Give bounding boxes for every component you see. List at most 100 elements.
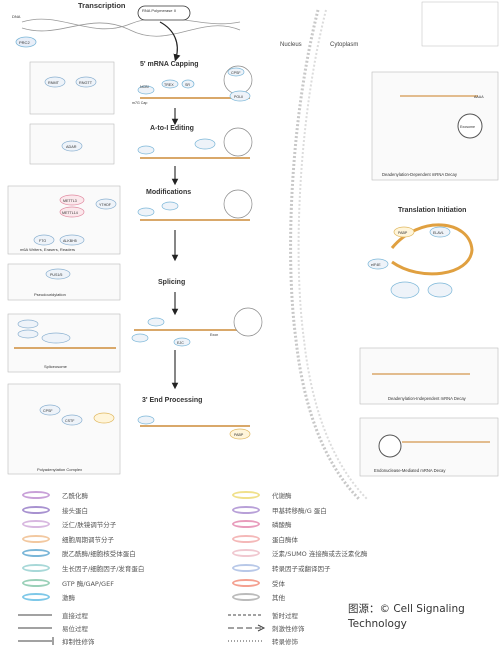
svg-text:ALKBH5: ALKBH5: [63, 239, 77, 243]
legend-swatch: [16, 490, 56, 500]
legend-item: 细胞周期调节分子: [16, 532, 114, 546]
legend-line-swatch: [226, 636, 266, 646]
legend-item: 泛仁/肤镜调节分子: [16, 517, 116, 531]
svg-text:METTL14: METTL14: [62, 211, 78, 215]
svg-text:CSTF: CSTF: [65, 419, 75, 423]
decay3-caption: Endonuclease-Mediated mRNA Decay: [374, 468, 446, 473]
legend-swatch: [226, 548, 266, 558]
svg-text:PABP: PABP: [234, 433, 244, 437]
legend-label: 泛素/SUMO 连接酶或去泛素化酶: [272, 548, 367, 558]
legend-item: GTP 酶/GAP/GEF: [16, 576, 114, 590]
editing-title: A-to-I Editing: [150, 125, 194, 132]
legend-line-label: 直接过程: [62, 610, 88, 620]
legend-label: 其他: [272, 592, 285, 602]
legend-item: 甲基转移酶/G 蛋白: [226, 503, 327, 517]
modifications-caption: m6A Writers, Erasers, Readers: [20, 247, 75, 252]
legend-swatch: [16, 578, 56, 588]
transcription-title: Transcription: [78, 1, 126, 10]
legend-line-swatch: [16, 610, 56, 620]
legend-line-label: 易位过程: [62, 623, 88, 633]
legend-line-swatch: [226, 610, 266, 620]
legend-swatch: [226, 534, 266, 544]
polyadenylation-panel: [8, 384, 120, 474]
legend-label: 乙酰化酶: [62, 490, 88, 500]
splicing-title: Splicing: [158, 279, 185, 286]
nucleus-label: Nucleus: [280, 42, 302, 48]
svg-text:POLII: POLII: [234, 95, 243, 99]
legend-line-item: 抑制性修饰: [16, 634, 95, 648]
legend-swatch: [226, 505, 266, 515]
modifications-title: Modifications: [146, 189, 191, 196]
legend-swatch: [226, 592, 266, 602]
svg-text:CPSF: CPSF: [231, 71, 241, 75]
legend-label: 脱乙酰酶/细胞核受体蛋白: [62, 548, 136, 558]
svg-text:EJC: EJC: [177, 341, 184, 345]
legend-line-item: 刺激性修饰: [226, 621, 305, 635]
svg-text:DNA: DNA: [12, 14, 21, 19]
legend-item: 生长因子/细胞因子/发育蛋白: [16, 561, 144, 575]
svg-text:Exon: Exon: [210, 333, 218, 337]
legend-label: 细胞周期调节分子: [62, 534, 114, 544]
cytoplasm-label: Cytoplasm: [330, 42, 358, 48]
svg-text:ELAVL: ELAVL: [433, 231, 444, 235]
legend-line-swatch: [16, 636, 56, 646]
pathway-diagram: Nucleus Cytoplasm Transcription RNA Poly…: [0, 0, 500, 520]
legend-swatch: [16, 519, 56, 529]
legend-line-swatch: [16, 623, 56, 633]
legend-swatch: [16, 548, 56, 558]
svg-text:AAAA: AAAA: [474, 95, 484, 99]
legend-item: 蛋白酶体: [226, 532, 298, 546]
pseudouridylation-caption: Pseudouridylation: [34, 292, 66, 297]
legend-swatch: [226, 519, 266, 529]
svg-text:PUS1/5: PUS1/5: [50, 273, 62, 277]
decay2-caption: Deadenylation-Independent mRNA Decay: [388, 396, 467, 401]
legend-item: 其他: [226, 590, 285, 604]
legend-label: 蛋白酶体: [272, 534, 298, 544]
svg-text:RNA Polymerase II: RNA Polymerase II: [142, 8, 176, 13]
legend-item: 转录因子或翻译因子: [226, 561, 331, 575]
legend-line-label: 暂时过程: [272, 610, 298, 620]
legend-swatch: [16, 534, 56, 544]
nuclear-membrane: [291, 10, 360, 500]
capping-panel: [30, 62, 114, 114]
legend-label: 代谢酶: [272, 490, 292, 500]
legend-line-label: 抑制性修饰: [62, 636, 95, 646]
three-end-title: 3' End Processing: [142, 397, 202, 404]
svg-text:FTO: FTO: [39, 239, 46, 243]
svg-text:Exosome: Exosome: [460, 125, 475, 129]
svg-text:RNMT: RNMT: [48, 81, 60, 85]
diagram-key: [422, 2, 498, 46]
legend-line-item: 易位过程: [16, 621, 88, 635]
svg-text:RNGTT: RNGTT: [79, 81, 93, 85]
legend-label: 生长因子/细胞因子/发育蛋白: [62, 563, 144, 573]
legend-label: 转录因子或翻译因子: [272, 563, 331, 573]
spliceosome-caption: Spliceosome: [44, 364, 68, 369]
svg-text:ADAR: ADAR: [66, 145, 77, 149]
image-source: 图源：© Cell Signaling Technology: [348, 602, 498, 632]
legend-item: 乙酰化酶: [16, 488, 88, 502]
editing-complex: [138, 128, 252, 158]
legend-label: 接头蛋白: [62, 505, 88, 515]
svg-text:eIF4E: eIF4E: [371, 263, 381, 267]
splicing-complex: [132, 308, 262, 346]
legend-swatch: [16, 505, 56, 515]
legend-line-swatch: [226, 623, 266, 633]
legend-item: 代谢酶: [226, 488, 292, 502]
translation-complex: [368, 225, 472, 298]
svg-text:PABP: PABP: [398, 231, 408, 235]
legend-swatch: [226, 578, 266, 588]
svg-text:TREX: TREX: [164, 83, 174, 87]
capping-title: 5' mRNA Capping: [140, 61, 199, 68]
legend-line-item: 转录修饰: [226, 634, 298, 648]
svg-text:m7G Cap: m7G Cap: [132, 101, 147, 105]
legend-line-item: 暂时过程: [226, 608, 298, 622]
svg-text:METTL3: METTL3: [63, 199, 77, 203]
legend-item: 泛素/SUMO 连接酶或去泛素化酶: [226, 546, 367, 560]
legend-item: 脱乙酰酶/细胞核受体蛋白: [16, 546, 136, 560]
legend-item: 激酶: [16, 590, 75, 604]
svg-text:NCBI: NCBI: [140, 85, 149, 89]
nuclear-membrane-inner: [299, 10, 368, 500]
translation-title: Translation Initiation: [398, 207, 466, 214]
legend-swatch: [226, 490, 266, 500]
legend-line-label: 转录修饰: [272, 636, 298, 646]
